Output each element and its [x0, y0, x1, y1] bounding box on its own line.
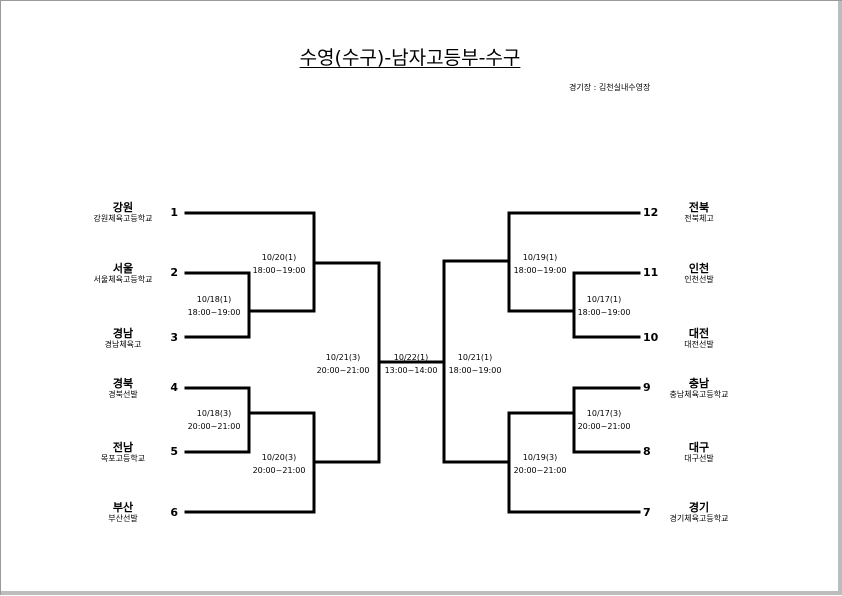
right-match-9-8-line: [572, 386, 641, 454]
seed-number: 10: [643, 331, 659, 344]
team-school: 충남체육고등학교: [669, 390, 729, 399]
team-region: 충남: [688, 377, 710, 390]
team-school: 경남체육고: [104, 340, 142, 349]
left-match-4-5-line: [184, 386, 251, 454]
match-date: 10/18(1): [196, 295, 232, 304]
team-4: 경북 경북선발: [75, 377, 171, 400]
match-date: 10/22(1): [393, 353, 429, 362]
right-round1-bottom-line: [507, 411, 641, 514]
team-school: 강원체육고등학교: [93, 214, 153, 223]
right-semifinal-line: [442, 259, 511, 464]
match-date: 10/20(3): [261, 453, 297, 462]
match-time: 18:00~19:00: [577, 308, 631, 317]
left-match-2-3-line: [184, 271, 251, 339]
page-shadow-right: [838, 1, 842, 595]
match-label-10-20-1: 10/20(1) 18:00~19:00: [239, 251, 319, 277]
team-3: 경남 경남체육고: [75, 327, 171, 350]
match-time: 18:00~19:00: [252, 266, 306, 275]
seed-number: 1: [170, 206, 178, 219]
team-region: 대전: [688, 327, 710, 340]
team-1: 강원 강원체육고등학교: [75, 201, 171, 224]
match-date: 10/18(3): [196, 409, 232, 418]
match-time: 20:00~21:00: [513, 466, 567, 475]
team-school: 부산선발: [108, 514, 138, 523]
team-region: 인천: [688, 262, 710, 275]
match-time: 18:00~19:00: [187, 308, 241, 317]
seed-number: 6: [170, 506, 178, 519]
team-6: 부산 부산선발: [75, 501, 171, 524]
team-school: 전북체고: [684, 214, 714, 223]
team-7: 경기 경기체육고등학교: [651, 501, 747, 524]
team-region: 서울: [112, 262, 134, 275]
page-title: 수영(수구)-남자고등부-수구: [299, 47, 521, 69]
team-9: 충남 충남체육고등학교: [651, 377, 747, 400]
seed-number: 4: [170, 381, 178, 394]
team-8: 대구 대구선발: [651, 441, 747, 464]
seed-number: 9: [643, 381, 651, 394]
match-label-10-17-3: 10/17(3) 20:00~21:00: [564, 407, 644, 433]
seed-number: 7: [643, 506, 651, 519]
match-date: 10/17(3): [586, 409, 622, 418]
team-5: 전남 목포고등학교: [75, 441, 171, 464]
team-2: 서울 서울체육고등학교: [75, 262, 171, 285]
team-school: 대전선발: [684, 340, 714, 349]
team-region: 전남: [112, 441, 134, 454]
match-time: 20:00~21:00: [187, 422, 241, 431]
match-label-10-19-3: 10/19(3) 20:00~21:00: [500, 451, 580, 477]
seed-number: 2: [170, 266, 178, 279]
match-label-10-18-3: 10/18(3) 20:00~21:00: [174, 407, 254, 433]
team-11: 인천 인천선발: [651, 262, 747, 285]
team-school: 경기체육고등학교: [669, 514, 729, 523]
team-school: 대구선발: [684, 454, 714, 463]
match-date: 10/21(3): [325, 353, 361, 362]
team-region: 대구: [688, 441, 710, 454]
team-region: 경북: [112, 377, 134, 390]
match-time: 13:00~14:00: [384, 366, 438, 375]
right-round1-top-line: [507, 211, 641, 313]
team-region: 부산: [112, 501, 134, 514]
seed-number: 12: [643, 206, 659, 219]
match-date: 10/17(1): [586, 295, 622, 304]
match-label-10-17-1: 10/17(1) 18:00~19:00: [564, 293, 644, 319]
team-school: 경북선발: [108, 390, 138, 399]
team-school: 목포고등학교: [100, 454, 146, 463]
match-time: 20:00~21:00: [577, 422, 631, 431]
seed-number: 3: [170, 331, 178, 344]
match-date: 10/19(3): [522, 453, 558, 462]
venue-label: 경기장 : 김천실내수영장: [569, 83, 651, 92]
seed-number: 5: [170, 445, 178, 458]
match-label-10-18-1: 10/18(1) 18:00~19:00: [174, 293, 254, 319]
match-time: 20:00~21:00: [252, 466, 306, 475]
team-12: 전북 전북체고: [651, 201, 747, 224]
match-label-10-21-3: 10/21(3) 20:00~21:00: [303, 351, 383, 377]
team-region: 강원: [112, 201, 134, 214]
team-region: 경남: [112, 327, 134, 340]
match-time: 20:00~21:00: [316, 366, 370, 375]
match-date: 10/20(1): [261, 253, 297, 262]
team-school: 서울체육고등학교: [93, 275, 153, 284]
match-date: 10/21(1): [457, 353, 493, 362]
seed-number: 11: [643, 266, 659, 279]
team-school: 인천선발: [684, 275, 714, 284]
match-label-10-22-1: 10/22(1) 13:00~14:00: [371, 351, 451, 377]
seed-number: 8: [643, 445, 651, 458]
page-shadow-bottom: [1, 591, 842, 595]
team-10: 대전 대전선발: [651, 327, 747, 350]
team-region: 전북: [688, 201, 710, 214]
match-label-10-20-3: 10/20(3) 20:00~21:00: [239, 451, 319, 477]
match-label-10-19-1: 10/19(1) 18:00~19:00: [500, 251, 580, 277]
match-label-10-21-1: 10/21(1) 18:00~19:00: [435, 351, 515, 377]
match-time: 18:00~19:00: [448, 366, 502, 375]
match-time: 18:00~19:00: [513, 266, 567, 275]
right-match-11-10-line: [572, 271, 641, 339]
match-date: 10/19(1): [522, 253, 558, 262]
team-region: 경기: [688, 501, 710, 514]
